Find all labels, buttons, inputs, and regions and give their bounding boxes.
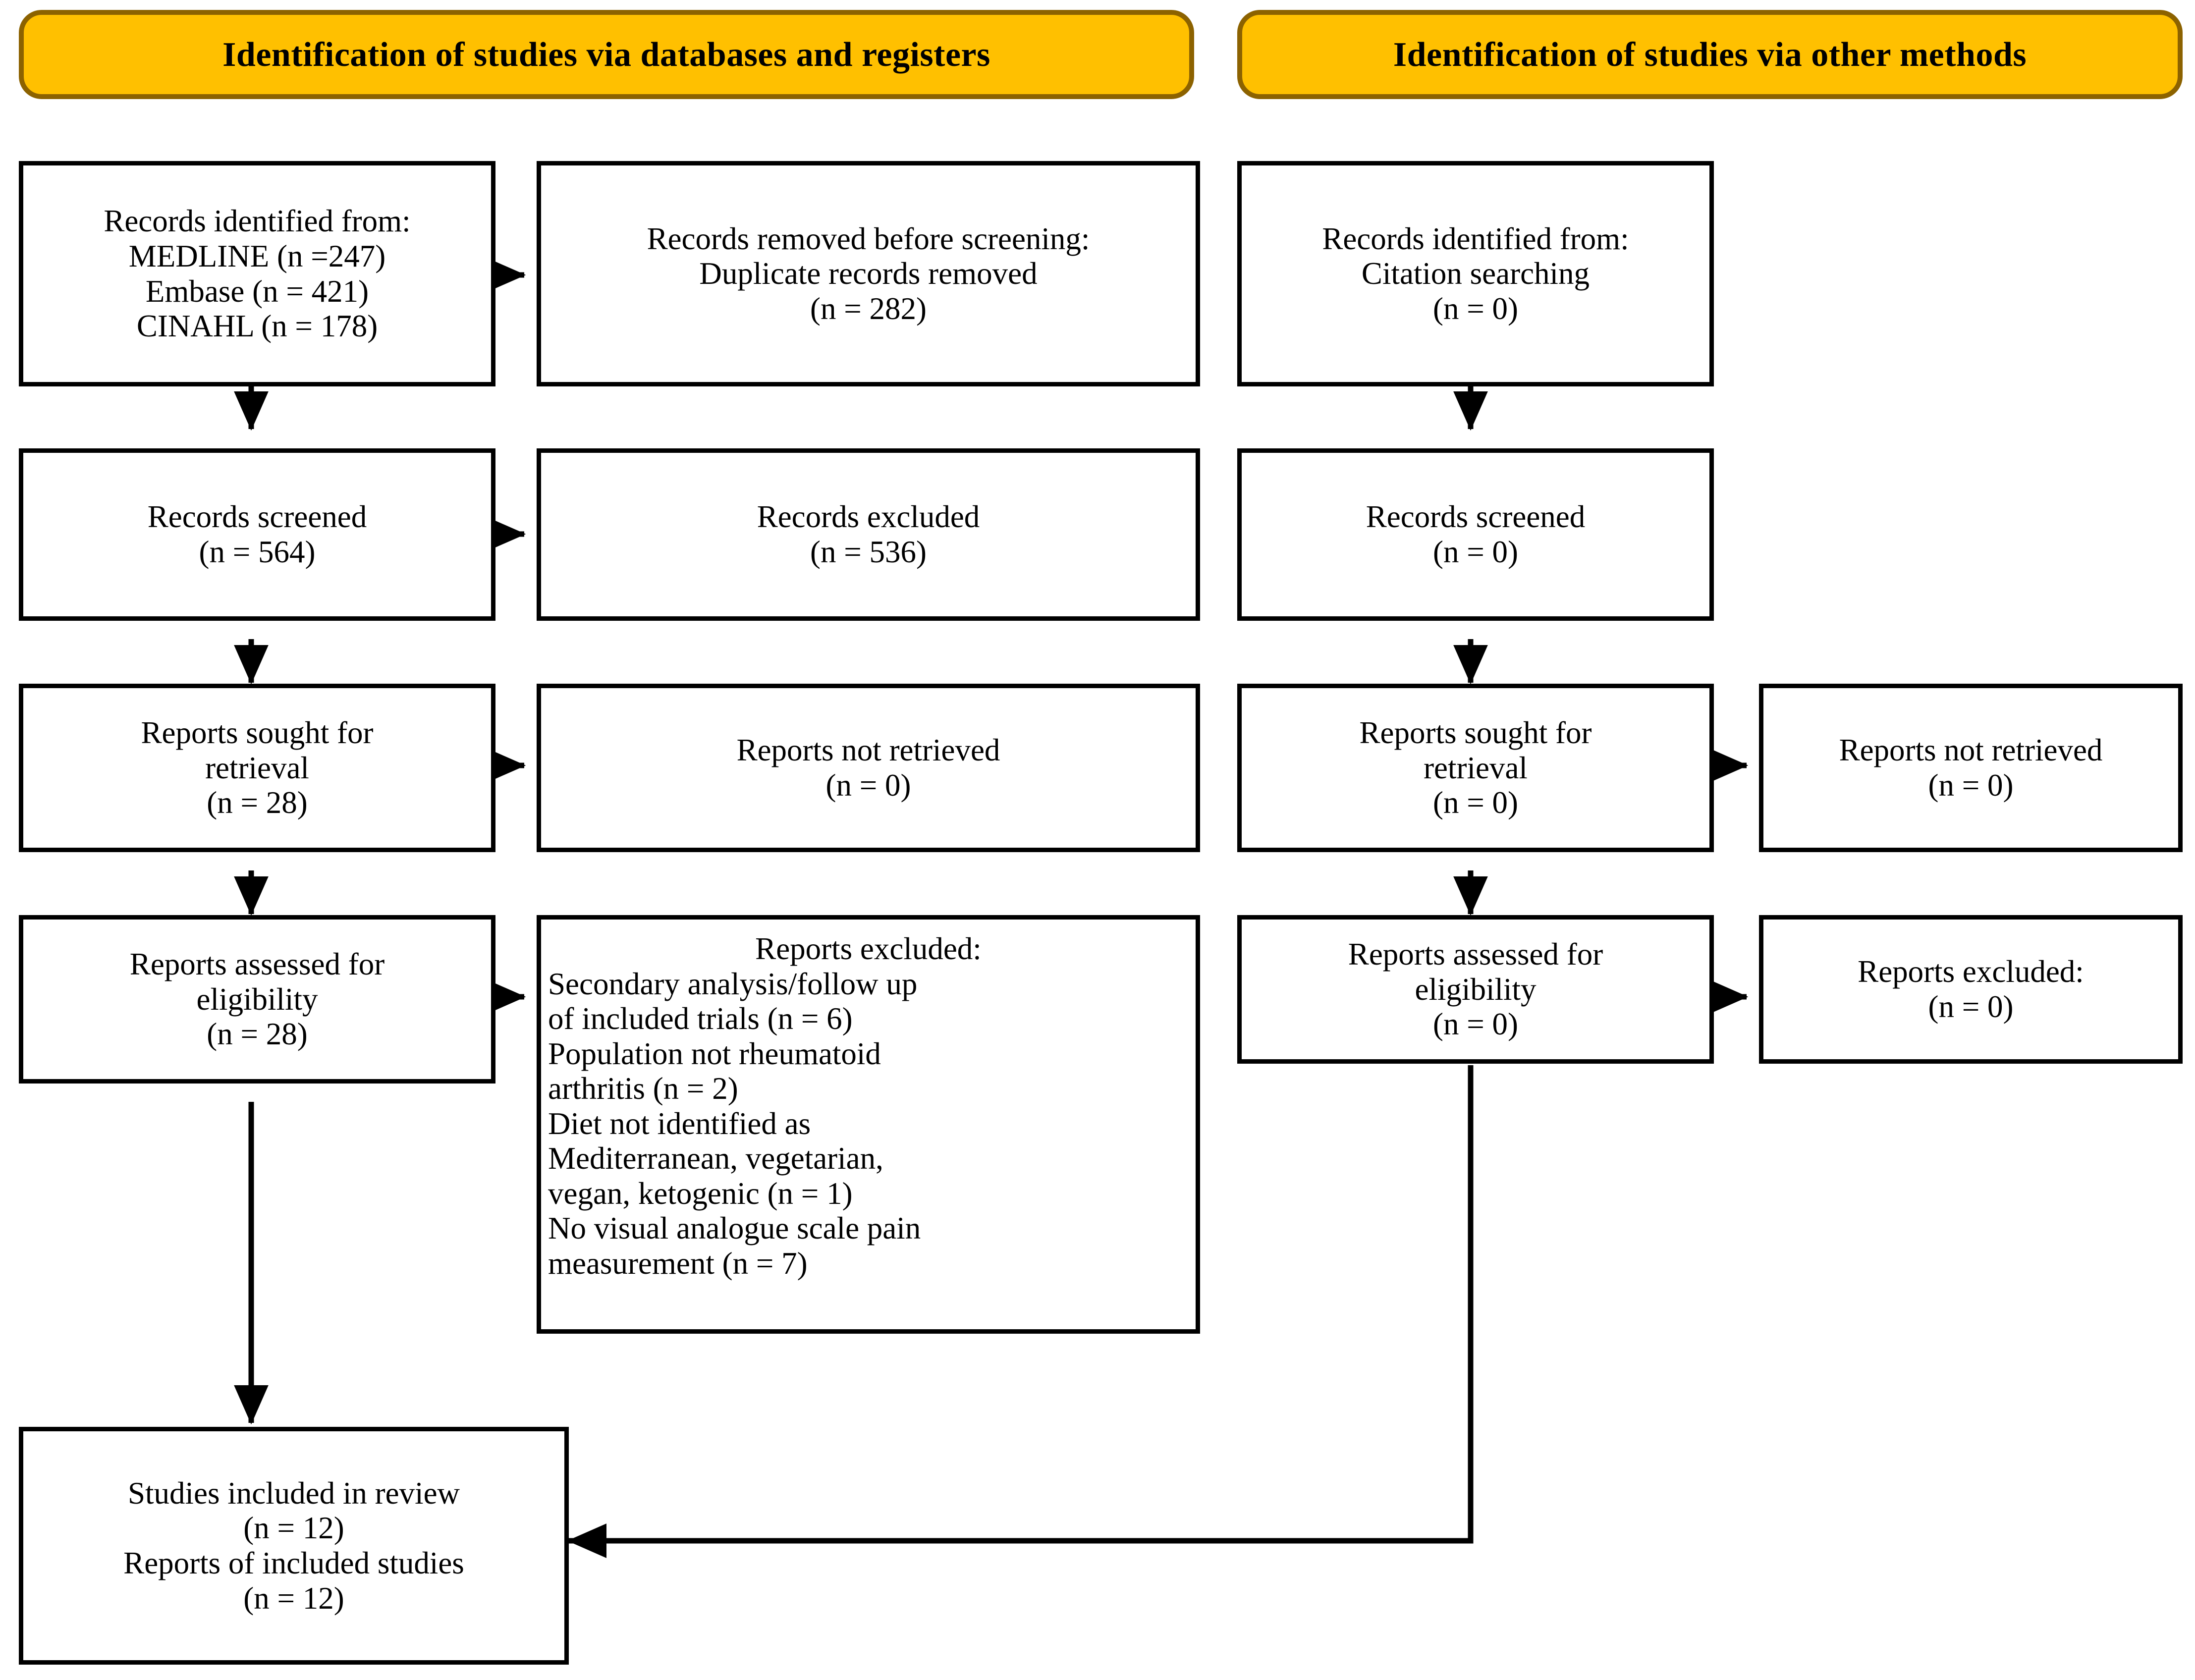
text-line: measurement (n = 7) (548, 1246, 808, 1281)
box-records-screened-other: Records screened (n = 0) (1237, 448, 1714, 621)
box-records-screened-databases: Records screened (n = 564) (19, 448, 495, 621)
box-records-identified-other-text: Records identified from: Citation search… (1242, 221, 1709, 326)
text-line: Secondary analysis/follow up (548, 966, 918, 1001)
box-reports-not-retrieved-databases: Reports not retrieved (n = 0) (537, 684, 1200, 852)
box-reports-sought-databases: Reports sought for retrieval (n = 28) (19, 684, 495, 852)
text-line: (n = 12) (243, 1511, 344, 1546)
box-records-removed-before-screening-text: Records removed before screening: Duplic… (541, 221, 1196, 326)
text-line: eligibility (196, 981, 318, 1017)
box-reports-assessed-other: Reports assessed for eligibility (n = 0) (1237, 915, 1714, 1064)
box-records-identified-databases-text: Records identified from: MEDLINE (n =247… (23, 204, 491, 343)
banner-identification-databases: Identification of studies via databases … (19, 10, 1194, 99)
text-line: (n = 0) (1433, 291, 1518, 326)
text-line: retrieval (205, 750, 309, 785)
text-line: Records screened (147, 499, 367, 535)
text-line: Diet not identified as (548, 1106, 811, 1141)
box-studies-included-in-review-text: Studies included in review (n = 12) Repo… (23, 1476, 564, 1616)
text-line: Studies included in review (127, 1475, 460, 1511)
box-reports-sought-databases-text: Reports sought for retrieval (n = 28) (23, 715, 491, 820)
text-line: Reports excluded: (1858, 954, 2084, 989)
box-records-screened-databases-text: Records screened (n = 564) (23, 499, 491, 569)
text-line: Citation searching (1361, 256, 1590, 291)
box-reports-assessed-databases: Reports assessed for eligibility (n = 28… (19, 915, 495, 1084)
text-line: (n = 28) (207, 785, 308, 820)
text-line: arthritis (n = 2) (548, 1071, 738, 1106)
text-line: (n = 536) (810, 535, 927, 569)
text-line: Reports assessed for (129, 947, 385, 982)
box-reports-not-retrieved-other-text: Reports not retrieved (n = 0) (1763, 733, 2178, 803)
text-line: Reports not retrieved (736, 733, 1000, 768)
text-line: Records identified from: (1322, 221, 1629, 256)
text-line: Reports sought for (141, 715, 374, 751)
text-line: Reports not retrieved (1839, 733, 2103, 768)
text-line: Population not rheumatoid (548, 1036, 881, 1071)
banner-left-label: Identification of studies via databases … (222, 35, 990, 74)
banner-identification-other: Identification of studies via other meth… (1237, 10, 2183, 99)
text-line: (n = 28) (207, 1017, 308, 1052)
box-studies-included-in-review: Studies included in review (n = 12) Repo… (19, 1427, 569, 1665)
box-reports-excluded-other-text: Reports excluded: (n = 0) (1763, 954, 2178, 1024)
text-line: Embase (n = 421) (145, 273, 369, 309)
box-reports-excluded-databases: Reports excluded: Secondary analysis/fol… (537, 915, 1200, 1334)
box-records-excluded-databases-text: Records excluded (n = 536) (541, 499, 1196, 569)
text-line: (n = 0) (1433, 1007, 1518, 1042)
text-line: CINAHL (n = 178) (136, 309, 378, 344)
box-reports-not-retrieved-databases-text: Reports not retrieved (n = 0) (541, 733, 1196, 803)
text-line: vegan, ketogenic (n = 1) (548, 1176, 853, 1211)
text-line: (n = 282) (810, 291, 927, 326)
reports-excluded-heading: Reports excluded: (755, 931, 982, 966)
text-line: (n = 0) (825, 768, 911, 803)
box-reports-excluded-other: Reports excluded: (n = 0) (1759, 915, 2183, 1064)
text-line: of included trials (n = 6) (548, 1001, 853, 1036)
text-line: No visual analogue scale pain (548, 1211, 921, 1246)
text-line: retrieval (1424, 750, 1528, 785)
text-line: (n = 0) (1928, 768, 2014, 803)
box-records-identified-databases: Records identified from: MEDLINE (n =247… (19, 161, 495, 386)
box-records-screened-other-text: Records screened (n = 0) (1242, 499, 1709, 569)
text-line: eligibility (1415, 972, 1536, 1007)
text-line: Records identified from: (104, 204, 411, 239)
box-records-identified-other: Records identified from: Citation search… (1237, 161, 1714, 386)
text-line: Reports sought for (1359, 715, 1592, 751)
box-records-excluded-databases: Records excluded (n = 536) (537, 448, 1200, 621)
text-line: Reports assessed for (1348, 937, 1603, 972)
text-line: MEDLINE (n =247) (128, 238, 386, 273)
text-line: (n = 0) (1433, 785, 1518, 820)
box-reports-sought-other: Reports sought for retrieval (n = 0) (1237, 684, 1714, 852)
text-line: Reports of included studies (123, 1546, 464, 1580)
box-reports-sought-other-text: Reports sought for retrieval (n = 0) (1242, 715, 1709, 820)
text-line: Mediterranean, vegetarian, (548, 1141, 883, 1176)
text-line: (n = 0) (1928, 989, 2014, 1024)
text-line: Duplicate records removed (699, 256, 1038, 291)
text-line: (n = 564) (199, 535, 316, 569)
box-reports-excluded-databases-text: Reports excluded: Secondary analysis/fol… (541, 920, 1196, 1281)
text-line: Records excluded (757, 499, 980, 535)
box-reports-assessed-databases-text: Reports assessed for eligibility (n = 28… (23, 947, 491, 1052)
text-line: (n = 12) (243, 1580, 344, 1616)
box-records-removed-before-screening: Records removed before screening: Duplic… (537, 161, 1200, 386)
text-line: Records removed before screening: (647, 221, 1090, 256)
text-line: Records screened (1366, 499, 1586, 535)
box-reports-not-retrieved-other: Reports not retrieved (n = 0) (1759, 684, 2183, 852)
banner-right-label: Identification of studies via other meth… (1393, 35, 2027, 74)
text-line: (n = 0) (1433, 535, 1518, 569)
box-reports-assessed-other-text: Reports assessed for eligibility (n = 0) (1242, 937, 1709, 1042)
